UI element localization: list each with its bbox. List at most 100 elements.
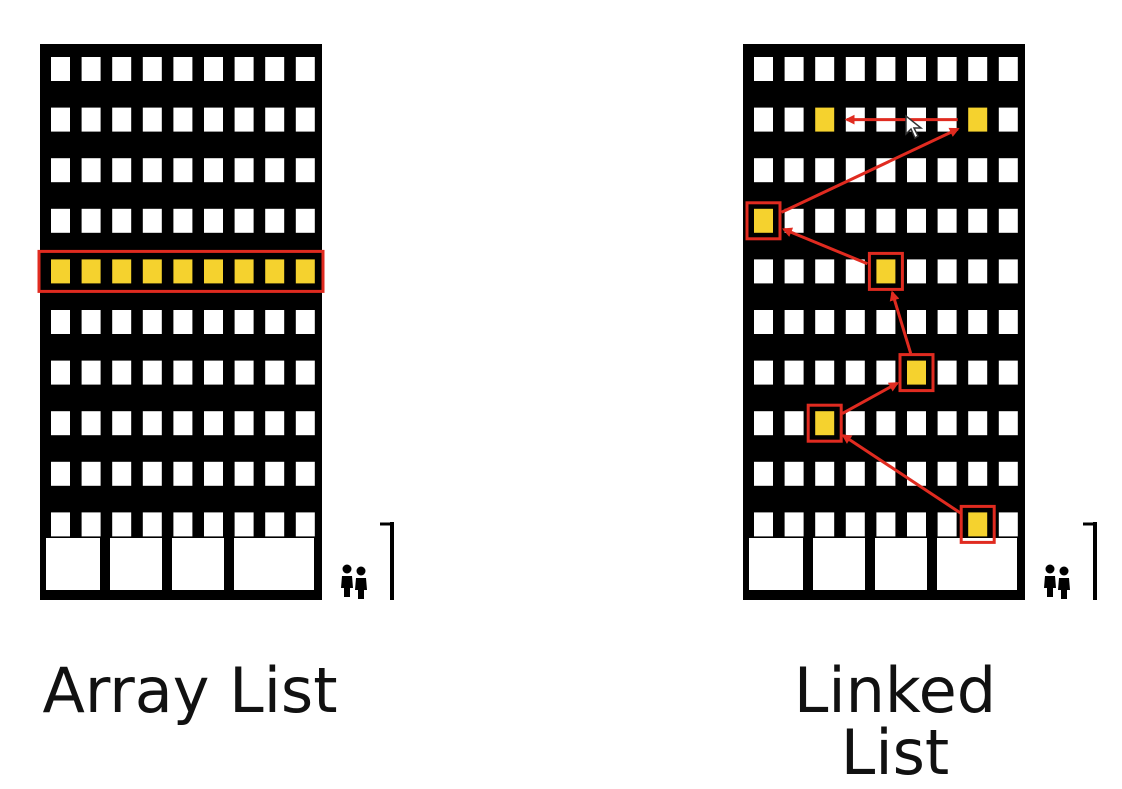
array-row-highlight	[37, 249, 325, 293]
window	[784, 512, 804, 537]
window	[754, 411, 773, 436]
window	[173, 461, 193, 486]
window	[784, 360, 804, 385]
lit-window	[815, 107, 835, 132]
door	[234, 538, 314, 590]
window	[265, 158, 285, 183]
window	[937, 208, 957, 233]
people-icon	[1044, 564, 1070, 599]
window	[968, 411, 988, 436]
cursor-icon	[905, 114, 924, 140]
window	[998, 360, 1018, 385]
door	[46, 538, 100, 590]
window	[998, 310, 1018, 334]
window	[968, 461, 988, 486]
door	[172, 538, 224, 590]
lit-window	[968, 512, 988, 537]
pointer-arrow	[841, 434, 962, 515]
window	[142, 461, 162, 486]
window	[265, 461, 285, 486]
window	[81, 512, 101, 537]
door	[813, 538, 865, 590]
node-highlight-frame	[959, 504, 996, 544]
lit-window	[265, 259, 285, 284]
window	[907, 259, 926, 284]
window	[907, 310, 926, 334]
linked-list-caption: Linked List	[793, 654, 997, 789]
window	[234, 360, 254, 385]
window	[234, 512, 254, 537]
window	[784, 461, 804, 486]
window	[815, 360, 835, 385]
window	[112, 208, 132, 233]
window	[234, 57, 254, 81]
window	[142, 158, 162, 183]
door	[875, 538, 927, 590]
lit-window	[907, 360, 926, 385]
window	[754, 360, 773, 385]
window	[937, 158, 957, 183]
window	[907, 158, 926, 183]
window	[295, 57, 315, 81]
window	[968, 360, 988, 385]
window	[142, 57, 162, 81]
window	[265, 107, 285, 132]
window	[784, 208, 804, 233]
window	[204, 512, 223, 537]
window	[173, 208, 193, 233]
window	[815, 461, 835, 486]
door	[749, 538, 803, 590]
window	[142, 310, 162, 334]
window	[754, 310, 773, 334]
window	[784, 57, 804, 81]
flagpole-icon	[1083, 522, 1097, 600]
window	[815, 512, 835, 537]
lit-window	[876, 259, 896, 284]
window	[81, 360, 101, 385]
diagram-canvas	[37, 44, 1097, 600]
window	[81, 461, 101, 486]
linked-list-building	[743, 44, 1097, 600]
window	[265, 310, 285, 334]
window	[234, 208, 254, 233]
array-list-building	[37, 44, 394, 600]
window	[142, 208, 162, 233]
window	[845, 360, 865, 385]
window	[173, 360, 193, 385]
window	[968, 57, 988, 81]
lit-window	[754, 208, 773, 233]
window	[265, 360, 285, 385]
window	[845, 461, 865, 486]
node-highlight-frame	[806, 403, 843, 443]
window	[51, 158, 70, 183]
window	[815, 310, 835, 334]
window	[845, 411, 865, 436]
window	[998, 259, 1018, 284]
window	[81, 158, 101, 183]
window	[81, 310, 101, 334]
window	[51, 512, 70, 537]
window	[907, 411, 926, 436]
window	[112, 512, 132, 537]
window	[937, 512, 957, 537]
array-list-caption: Array List	[42, 654, 338, 727]
window	[937, 461, 957, 486]
window	[112, 360, 132, 385]
window	[265, 512, 285, 537]
window	[112, 107, 132, 132]
window	[784, 158, 804, 183]
window	[907, 57, 926, 81]
door	[937, 538, 1017, 590]
window	[998, 512, 1018, 537]
window	[876, 310, 896, 334]
window	[51, 411, 70, 436]
window	[81, 57, 101, 81]
window	[998, 411, 1018, 436]
window	[937, 360, 957, 385]
window	[295, 512, 315, 537]
window	[173, 57, 193, 81]
lit-window	[81, 259, 101, 284]
window	[295, 461, 315, 486]
window	[142, 411, 162, 436]
window	[234, 461, 254, 486]
